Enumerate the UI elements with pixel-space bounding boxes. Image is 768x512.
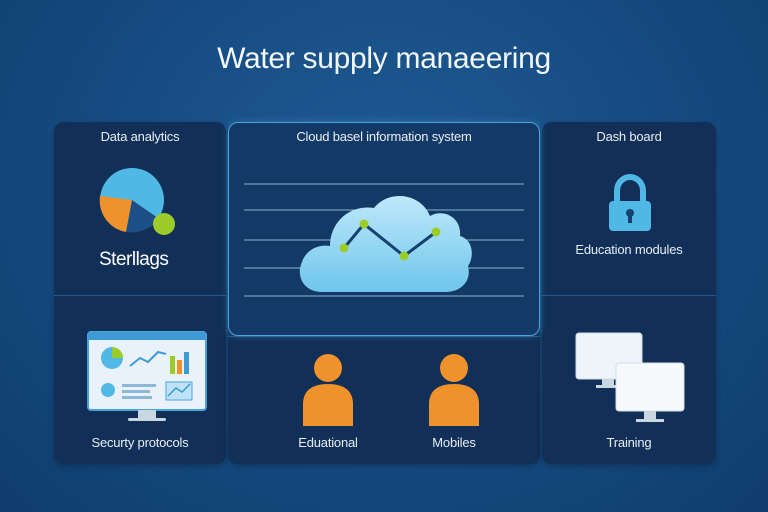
dual-monitor-icon	[575, 332, 685, 422]
person-icon	[429, 354, 479, 426]
pie-chart-icon	[99, 168, 175, 235]
cloud-system-label: Cloud basel information system	[296, 129, 472, 144]
left-panel-divider	[54, 295, 226, 296]
cloud-network-icon	[299, 196, 472, 292]
educational-label: Eduational	[298, 435, 358, 450]
security-protocols-label: Securty protocols	[91, 435, 189, 450]
center-panel-divider	[228, 336, 540, 337]
data-analytics-label: Data analytics	[100, 129, 180, 144]
sterllags-label: Sterllags	[99, 249, 169, 270]
right-panel-divider	[542, 295, 716, 296]
person-icon	[303, 354, 353, 426]
dashboard-label: Dash board	[596, 129, 662, 144]
education-modules-label: Education modules	[575, 242, 683, 257]
training-label: Training	[606, 435, 652, 450]
page-title: Water supply manaeering	[217, 42, 551, 75]
padlock-icon	[609, 173, 651, 231]
monitor-dashboard-icon	[87, 331, 207, 421]
mobiles-label: Mobiles	[432, 435, 476, 450]
